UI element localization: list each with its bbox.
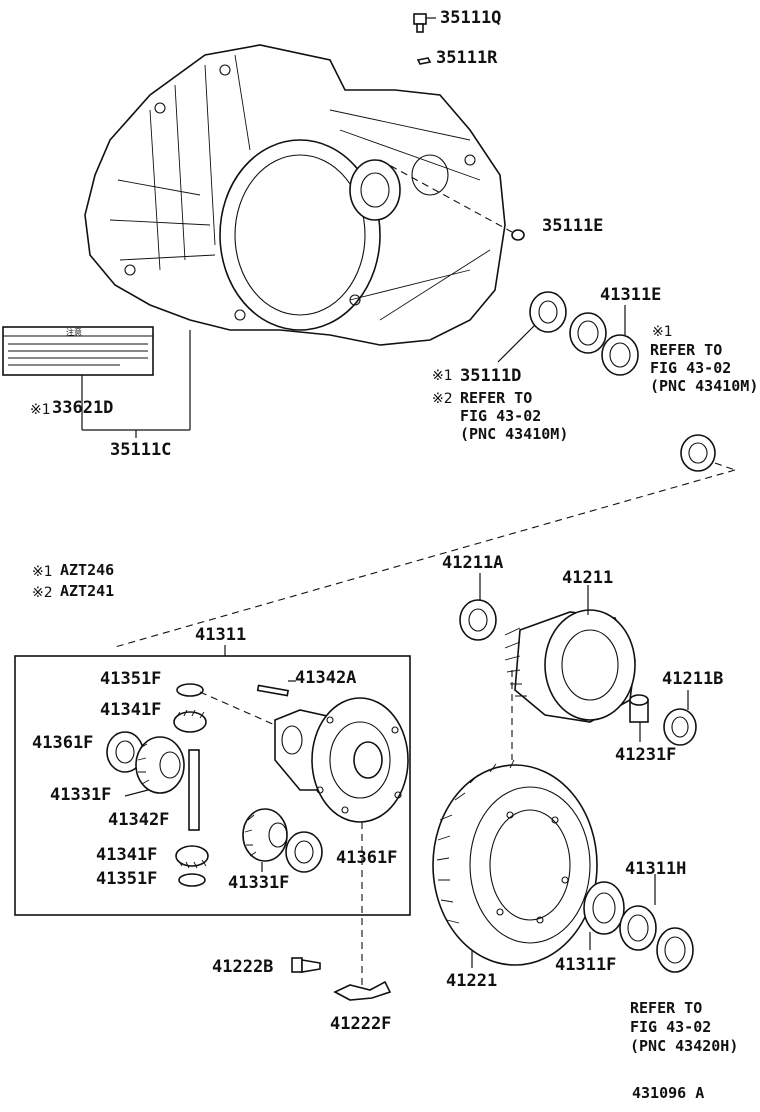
legend-mark-2: ※2 — [32, 585, 53, 601]
race-41311E — [601, 334, 639, 376]
side-gear-41331F-left — [135, 736, 185, 794]
washer-41361F-right — [285, 831, 323, 873]
pin-35111R — [416, 57, 432, 65]
label-41341F-top: 41341F — [100, 700, 161, 720]
refer-right-line2: FIG 43-02 — [650, 359, 731, 377]
label-41331F-left: 41331F — [50, 785, 111, 805]
ring-gear-41221 — [432, 759, 598, 966]
mark-2-refer: ※2 — [432, 391, 453, 407]
race-41311H — [656, 927, 694, 973]
label-41361F-right: 41361F — [336, 848, 397, 868]
label-41231F: 41231F — [615, 745, 676, 765]
mark-1-refer: ※1 — [652, 324, 673, 340]
label-35111R: 35111R — [436, 48, 498, 68]
refer-bottom-line3: (PNC 43420H) — [630, 1037, 738, 1055]
label-35111C: 35111C — [110, 440, 171, 460]
label-41211B: 41211B — [662, 669, 723, 689]
shim-41311H — [619, 905, 657, 951]
refer-bottom-line1: REFER TO — [630, 999, 702, 1017]
gear-41211 — [504, 609, 636, 723]
label-41211A: 41211A — [442, 553, 503, 573]
legend-azt241: AZT241 — [60, 582, 114, 600]
label-41211: 41211 — [562, 568, 613, 588]
bolt-41222B — [291, 957, 321, 973]
label-33621D: 33621D — [52, 398, 113, 418]
refer-right-line3: (PNC 43410M) — [650, 377, 758, 395]
label-35111Q: 35111Q — [440, 8, 501, 28]
plug-35111Q — [413, 13, 427, 33]
side-bearing-upper — [680, 434, 716, 472]
label-41331F-right: 41331F — [228, 873, 289, 893]
pinion-41341F-bottom — [175, 845, 209, 869]
label-41342F: 41342F — [108, 810, 169, 830]
warning-label-33621D: 注意 — [2, 326, 154, 376]
label-41351F-bottom: 41351F — [96, 869, 157, 889]
label-41311F: 41311F — [555, 955, 616, 975]
refer-right-line1: REFER TO — [650, 341, 722, 359]
label-35111E: 35111E — [542, 216, 603, 236]
side-gear-41331F-right — [242, 808, 288, 862]
warning-title: 注意 — [66, 327, 82, 337]
refer-bottom-line2: FIG 43-02 — [630, 1018, 711, 1036]
label-41351F-top: 41351F — [100, 669, 161, 689]
label-35111D: 35111D — [460, 366, 521, 386]
washer-41351F-bottom — [178, 873, 206, 887]
shaft-41342F — [188, 749, 200, 831]
lock-plate-41222F — [333, 980, 392, 1001]
legend-azt246: AZT246 — [60, 561, 114, 579]
label-41361F-left: 41361F — [32, 733, 93, 753]
bearing-41311F — [583, 881, 625, 935]
label-41342A: 41342A — [295, 668, 356, 688]
collar-41231F — [629, 694, 649, 723]
refer-mid-line2: FIG 43-02 — [460, 407, 541, 425]
pin-41342A — [256, 684, 290, 697]
figure-id: 431096 A — [632, 1084, 704, 1102]
pinion-41341F-top — [173, 709, 207, 733]
transaxle-housing — [84, 44, 506, 346]
shim-41311E — [569, 312, 607, 354]
bearing-41211B — [663, 708, 697, 746]
label-41222B: 41222B — [212, 957, 273, 977]
label-41222F: 41222F — [330, 1014, 391, 1034]
mark-1-35111D: ※1 — [432, 368, 453, 384]
bearing-35111D — [529, 291, 567, 333]
label-41221: 41221 — [446, 971, 497, 991]
bearing-41211A — [459, 599, 497, 641]
label-41311H: 41311H — [625, 859, 686, 879]
ring-35111E — [511, 229, 525, 241]
washer-41351F-top — [176, 683, 204, 697]
differential-case-41311 — [274, 697, 409, 823]
label-41311E: 41311E — [600, 285, 661, 305]
label-41311: 41311 — [195, 625, 246, 645]
mark-1-33621D: ※1 — [30, 402, 51, 418]
refer-mid-line1: REFER TO — [460, 389, 532, 407]
label-41341F-bottom: 41341F — [96, 845, 157, 865]
refer-mid-line3: (PNC 43410M) — [460, 425, 568, 443]
legend-mark-1: ※1 — [32, 564, 53, 580]
